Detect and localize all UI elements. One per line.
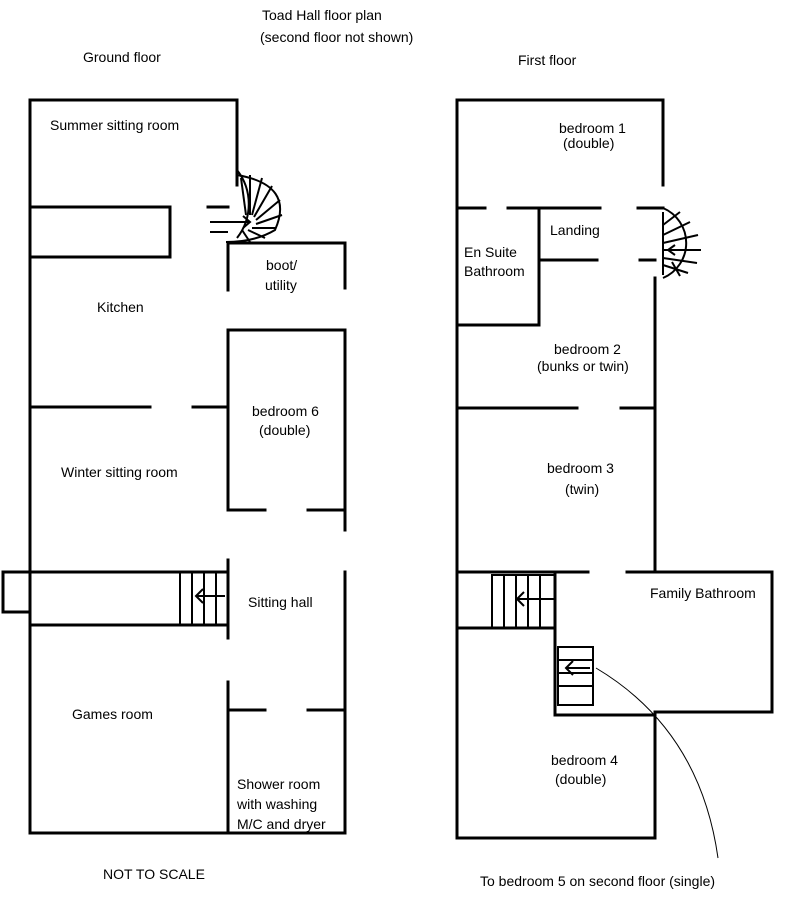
shower-room-label-2: with washing	[236, 796, 317, 812]
family-bathroom-label: Family Bathroom	[650, 585, 756, 601]
family-bathroom-walls	[653, 570, 774, 714]
landing-label: Landing	[550, 222, 600, 238]
bedroom-4-type: (double)	[555, 771, 606, 787]
bedroom-2-label: bedroom 2	[554, 341, 621, 357]
bedroom-3-type: (twin)	[565, 481, 599, 497]
first-outer-walls	[455, 98, 665, 840]
bedroom-5-pointer	[595, 667, 719, 859]
ground-straight-stair	[179, 571, 229, 626]
not-to-scale-note: NOT TO SCALE	[103, 866, 205, 882]
bedroom-6-type: (double)	[259, 422, 310, 438]
ground-floor-heading: Ground floor	[83, 49, 161, 65]
bedroom-1-label: bedroom 1	[559, 120, 626, 136]
en-suite-label-1: En Suite	[464, 244, 517, 260]
bedroom-5-note: To bedroom 5 on second floor (single)	[480, 873, 715, 889]
summer-sitting-room-label: Summer sitting room	[50, 117, 179, 133]
first-straight-stair	[491, 574, 556, 629]
games-room-label: Games room	[72, 706, 153, 722]
en-suite-walls	[455, 206, 665, 327]
first-floor-plan	[455, 98, 774, 859]
en-suite-label-2: Bathroom	[464, 263, 525, 279]
boot-utility-label-2: utility	[265, 277, 297, 293]
plan-title: Toad Hall floor plan	[262, 7, 382, 23]
bedroom-2-type: (bunks or twin)	[537, 358, 629, 374]
bedroom-6-walls	[226, 328, 347, 512]
first-floor-heading: First floor	[518, 52, 577, 68]
ground-floor-plan	[1, 98, 347, 835]
bedroom-6-label: bedroom 6	[252, 403, 319, 419]
ground-spiral-stair	[210, 169, 283, 243]
bedroom-1-type: (double)	[563, 135, 614, 151]
kitchen-label: Kitchen	[97, 299, 144, 315]
boot-utility-label-1: boot/	[266, 257, 297, 273]
shower-room-label-3: M/C and dryer	[237, 816, 326, 832]
sitting-hall-label: Sitting hall	[248, 594, 313, 610]
ladder-to-second-floor	[557, 646, 594, 706]
bedroom-3-label: bedroom 3	[547, 460, 614, 476]
shower-room-label-1: Shower room	[237, 776, 320, 792]
winter-sitting-room-label: Winter sitting room	[61, 464, 178, 480]
plan-subtitle: (second floor not shown)	[260, 29, 413, 45]
first-spiral-stair	[662, 207, 701, 279]
summer-room-counter	[28, 205, 172, 259]
shower-room-walls	[226, 680, 347, 835]
bedroom-4-label: bedroom 4	[551, 752, 618, 768]
boot-utility-walls	[226, 241, 347, 292]
